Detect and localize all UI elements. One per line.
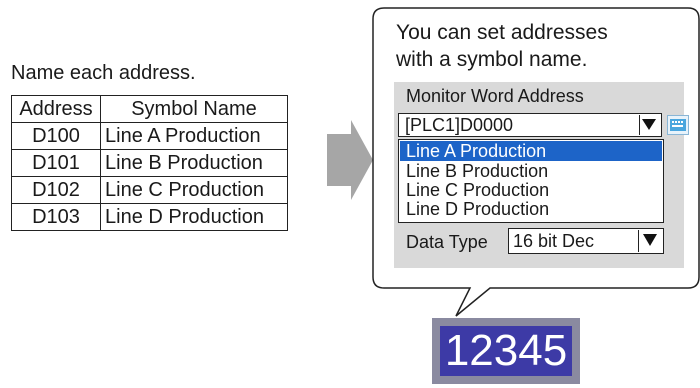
dropdown-option-line-c[interactable]: Line C Production xyxy=(406,180,550,200)
address-cell: D100 xyxy=(11,122,101,150)
column-header-symbol-name: Symbol Name xyxy=(100,95,288,123)
intro-text: Name each address. xyxy=(11,62,196,84)
dropdown-option-line-d[interactable]: Line D Production xyxy=(406,199,550,219)
callout-text: You can set addresses with a symbol name… xyxy=(396,19,608,73)
symbol-name-cell: Line B Production xyxy=(100,149,288,177)
address-cell: D102 xyxy=(11,176,101,204)
keypad-icon[interactable] xyxy=(667,115,689,135)
callout-line-2: with a symbol name. xyxy=(396,48,588,71)
table-row: D103 Line D Production xyxy=(11,203,288,231)
table-header-row: Address Symbol Name xyxy=(11,95,288,123)
monitor-word-address-label: Monitor Word Address xyxy=(406,86,584,106)
symbol-table: Address Symbol Name D100 Line A Producti… xyxy=(11,95,288,231)
monitor-address-dropdown-button[interactable] xyxy=(639,115,659,135)
symbol-name-cell: Line C Production xyxy=(100,176,288,204)
callout-line-1: You can set addresses xyxy=(396,21,608,44)
table-row: D102 Line C Production xyxy=(11,176,288,204)
data-type-value[interactable]: 16 bit Dec xyxy=(513,231,595,251)
symbol-name-cell: Line D Production xyxy=(100,203,288,231)
dropdown-option-line-a[interactable]: Line A Production xyxy=(400,141,662,161)
address-cell: D103 xyxy=(11,203,101,231)
numeric-display xyxy=(440,326,572,376)
dropdown-arrow-icon xyxy=(642,119,656,130)
table-row: D101 Line B Production xyxy=(11,149,288,177)
right-arrow-icon xyxy=(327,120,373,200)
numeric-display-value: 12345 xyxy=(444,326,568,375)
data-type-label: Data Type xyxy=(406,232,488,252)
address-cell: D101 xyxy=(11,149,101,177)
symbol-name-cell: Line A Production xyxy=(100,122,288,150)
table-row: D100 Line A Production xyxy=(11,122,288,150)
dropdown-option-line-b[interactable]: Line B Production xyxy=(406,161,549,181)
data-type-dropdown-button[interactable] xyxy=(638,230,662,252)
monitor-address-value[interactable]: [PLC1]D0000 xyxy=(405,115,514,135)
monitor-address-combobox[interactable] xyxy=(398,113,662,137)
dropdown-arrow-icon xyxy=(643,234,657,246)
column-header-address: Address xyxy=(11,95,101,123)
